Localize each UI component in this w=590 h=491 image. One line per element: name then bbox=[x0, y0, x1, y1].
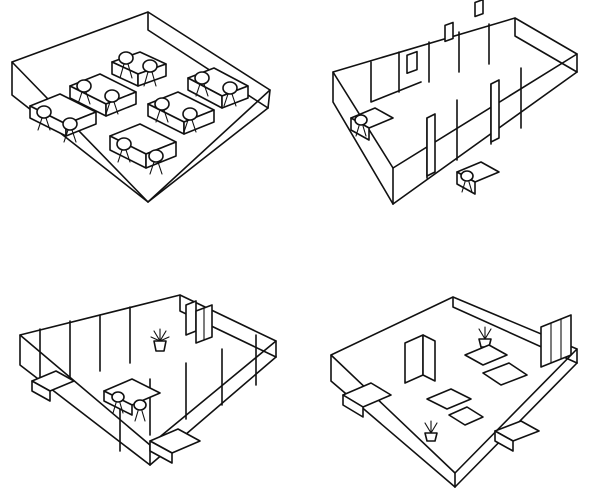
plant-front bbox=[425, 421, 437, 441]
group-office-panel bbox=[0, 245, 295, 491]
workstation-cluster-front-right bbox=[110, 124, 176, 174]
cabinet-left bbox=[405, 335, 435, 383]
desk-group-middle bbox=[104, 379, 160, 421]
room-partitions bbox=[40, 301, 256, 451]
desk-cluster-center bbox=[427, 345, 527, 425]
plant-back bbox=[479, 327, 491, 347]
cabinet-back bbox=[196, 305, 212, 343]
plant-center bbox=[151, 329, 169, 351]
desk-front-office bbox=[457, 162, 499, 194]
cellular-office-panel bbox=[295, 0, 590, 245]
back-row-office-partitions bbox=[371, 0, 489, 102]
open-plan-office-panel bbox=[0, 0, 295, 245]
combi-office-panel bbox=[295, 245, 590, 491]
workstation-cluster-back-left bbox=[112, 52, 166, 86]
